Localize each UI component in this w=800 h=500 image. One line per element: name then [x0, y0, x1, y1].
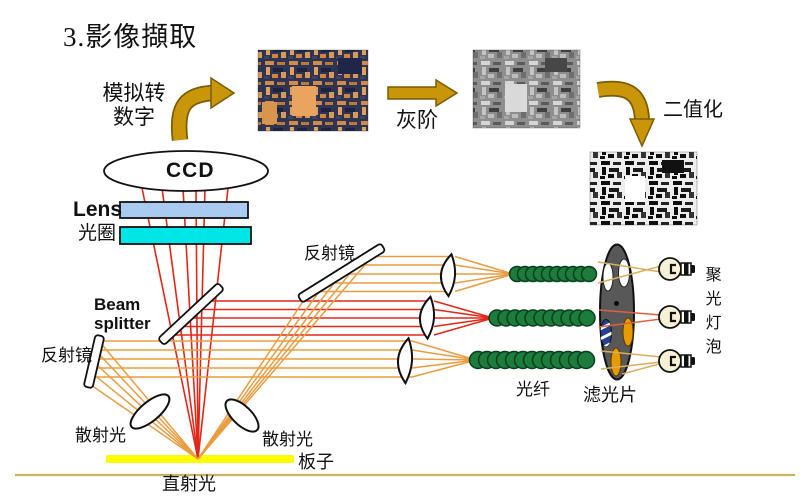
lens-label: Lens	[73, 198, 123, 221]
top-mirror	[297, 243, 386, 303]
filter-hole-orange-2	[610, 347, 622, 377]
adc-label-line2: 数字	[113, 105, 155, 129]
lens-bar	[119, 201, 249, 219]
scatter-lens-right	[224, 398, 260, 433]
aperture-bar	[119, 226, 252, 245]
spotlight-bulb-label: 聚光灯泡	[702, 266, 720, 362]
bulb-ray-tan	[597, 261, 664, 375]
pcb-image-gray	[472, 49, 581, 129]
grayscale-label: 灰阶	[396, 108, 438, 132]
collimator-lens-top	[440, 252, 457, 299]
scatter-lens-left	[129, 393, 171, 430]
filter-hole-orange-1	[622, 317, 634, 347]
filament-icon	[669, 263, 676, 275]
pcb-image-binary	[589, 151, 698, 226]
grayscale-arrow-icon	[387, 78, 459, 108]
scattered-left-label: 散射光	[75, 426, 126, 445]
filament-icon	[669, 311, 676, 323]
optical-fiber-middle	[488, 309, 596, 327]
adc-label-line1: 模拟转	[102, 81, 166, 105]
collimator-lens-middle	[419, 294, 436, 341]
orange-ray-top	[197, 251, 514, 460]
light-bulb-bottom	[658, 349, 695, 373]
aperture-label: 光圈	[78, 223, 117, 244]
binarize-arrow-icon	[596, 80, 656, 148]
direct-light-label: 直射光	[162, 474, 216, 494]
light-bulb-middle	[658, 305, 695, 329]
adc-label: 模拟转 数字	[94, 81, 174, 129]
optical-fiber-top	[508, 265, 598, 283]
adc-arrow-icon	[170, 76, 236, 141]
filter-label: 滤光片	[583, 385, 637, 405]
ccd-label: CCD	[166, 159, 215, 182]
filament-icon	[669, 355, 676, 367]
red-ray-horizontal	[168, 300, 494, 336]
scattered-right-label: 散射光	[262, 430, 313, 449]
fiber-label: 光纤	[516, 380, 550, 399]
ccd-sensor	[103, 150, 269, 192]
left-mirror	[83, 334, 105, 389]
board-label: 板子	[298, 452, 334, 472]
optical-fiber-bottom	[468, 350, 596, 370]
binarize-label: 二值化	[663, 99, 723, 121]
beam-splitter-label: Beam splitter	[94, 295, 151, 333]
collimator-lens-bottom	[397, 336, 414, 386]
mirror-top-label: 反射镜	[304, 244, 355, 263]
filter-wheel-axle	[614, 301, 619, 306]
mirror-left-label: 反射镜	[41, 346, 92, 365]
beam-splitter-label-line1: Beam	[94, 295, 141, 314]
beam-splitter-label-line2: splitter	[94, 314, 151, 333]
page-title: 3.影像擷取	[63, 22, 198, 52]
filter-hole-white-1	[602, 262, 614, 292]
pcb-image-color	[257, 49, 369, 132]
light-bulb-top	[658, 257, 695, 281]
filter-hole-white-2	[618, 258, 630, 288]
bulb-ray-red	[598, 309, 662, 328]
beam-splitter-mirror	[158, 283, 224, 345]
target-board	[106, 455, 294, 463]
